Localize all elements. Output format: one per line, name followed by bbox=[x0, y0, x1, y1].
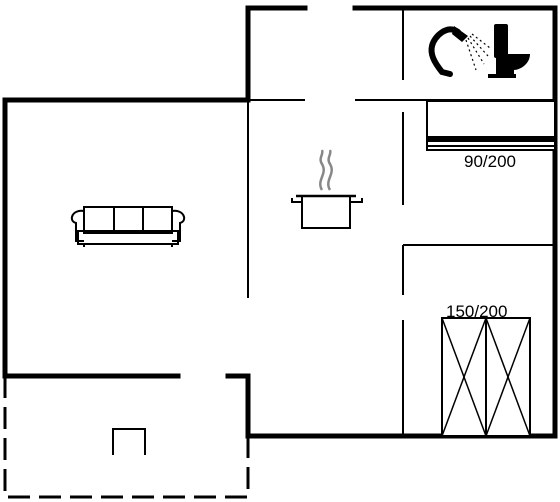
toilet-icon bbox=[488, 24, 530, 78]
double-bed-icon bbox=[441, 317, 531, 437]
cooking-pot-icon bbox=[291, 149, 363, 229]
terrace bbox=[3, 376, 250, 499]
single-bed-size-label: 90/200 bbox=[464, 152, 516, 171]
single-bed-icon bbox=[426, 100, 556, 151]
sofa-icon bbox=[70, 206, 186, 247]
outdoor-chair-icon bbox=[112, 428, 146, 455]
shower-icon bbox=[428, 26, 491, 77]
double-bed-size-label: 150/200 bbox=[446, 302, 507, 321]
